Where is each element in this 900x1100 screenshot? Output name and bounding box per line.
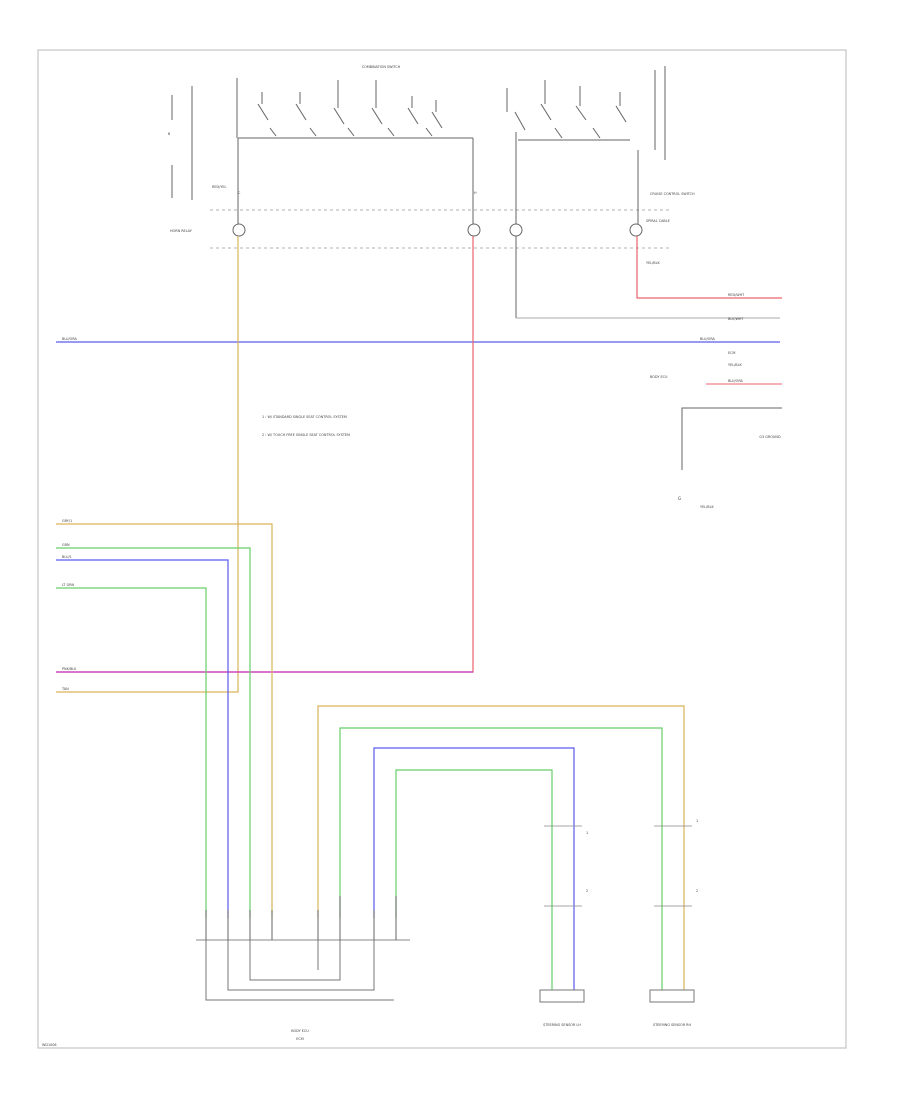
blk-wht-fc: BLK/WHT	[728, 317, 744, 321]
wire-grn-left: GRN	[62, 543, 70, 547]
sensor-inline-connectors	[544, 825, 692, 907]
steering-sensor-lh-label: STEERING SENSOR LH	[543, 1023, 581, 1027]
blu-ora-fc: BLU/ORA	[728, 379, 744, 383]
wire-tan: TAN	[61, 687, 69, 691]
label-c: C	[238, 191, 241, 195]
red-wht-fc: RED/WHT	[728, 293, 745, 297]
g3-ground-label: G3 GROUND	[759, 435, 781, 439]
connector-stubs	[237, 160, 639, 318]
red-wire-middle	[56, 236, 474, 673]
sensor-lh-pin-b: 2	[586, 889, 588, 893]
green-wire-sensor-rh	[339, 727, 663, 990]
left-ground-block	[171, 86, 193, 200]
sensor-lh-pin-a: 1	[586, 831, 588, 835]
label-h: H	[474, 191, 477, 195]
steering-sensor-rh	[649, 989, 695, 1003]
legend-2: 2 : W/ TOUCH FREE SINGLE SEAT CONTROL SY…	[262, 433, 350, 437]
lt-green-wire-left	[56, 587, 207, 918]
yel-blk-fc: YEL/BLK	[728, 363, 742, 367]
horn-relay-label: HORN RELAY	[170, 229, 193, 233]
spiral-cable-label: SPIRAL CABLE	[646, 219, 670, 223]
page-code: WD1006	[42, 1043, 57, 1047]
diagram-frame	[37, 49, 847, 1049]
wire-blu-1: BLU/1	[62, 555, 72, 559]
sensor-rh-pin-a: 1	[696, 819, 698, 823]
ground-detail: YEL/BLK	[700, 505, 714, 509]
steering-sensor-lh	[539, 989, 585, 1003]
label-b: B	[168, 132, 171, 136]
wire-yel-blk: YEL/BLK	[646, 261, 660, 265]
green-wire-left	[56, 547, 251, 918]
wire-lt-grn: LT GRN	[62, 583, 75, 587]
blue-wire-left	[56, 559, 229, 918]
steering-sensor-rh-label: STEERING SENSOR RH	[653, 1023, 692, 1027]
cruise-switch-group	[506, 66, 666, 205]
bottom-pin-ticks	[205, 896, 397, 940]
wire-gry-1: GRY/1	[62, 519, 72, 523]
legend-1: 1 : W/ STANDARD SINGLE SEAT CONTROL SYST…	[262, 415, 347, 419]
label-g: G	[678, 496, 681, 501]
ground-bracket	[681, 407, 782, 470]
ecm-top-label: ECM	[728, 351, 736, 355]
bottom-return-loops	[205, 940, 394, 1001]
orange-wire-top-left	[56, 523, 273, 918]
body-ecu-label: BODY ECU	[650, 375, 668, 379]
green-wire-sensor-lh	[395, 769, 553, 990]
wire-blu-ora-right: BLU/ORA	[700, 337, 716, 341]
body-ecu-bottom-label: BODY ECU	[291, 1029, 309, 1033]
wire-pnk-blk: PNK/BLK	[62, 667, 77, 671]
combination-switch-group	[236, 78, 474, 160]
connector-band	[210, 209, 670, 249]
cruise-switch-label: CRUISE CONTROL SWITCH	[650, 192, 695, 196]
combination-switch-label: COMBINATION SWITCH	[362, 65, 401, 69]
ecm-bottom-label: ECM	[296, 1037, 304, 1041]
wire-blu-ora-left: BLU/ORA	[62, 337, 78, 341]
sensor-rh-pin-b: 2	[696, 889, 698, 893]
spiral-cable-connectors	[232, 223, 643, 237]
orange-wire-left-down	[56, 236, 239, 693]
blue-wire-sensor-lh	[373, 747, 575, 990]
wire-red-yel: RED/YEL	[212, 185, 226, 189]
orange-wire-sensor-rh	[317, 705, 685, 990]
red-wire-cruise	[636, 236, 782, 299]
